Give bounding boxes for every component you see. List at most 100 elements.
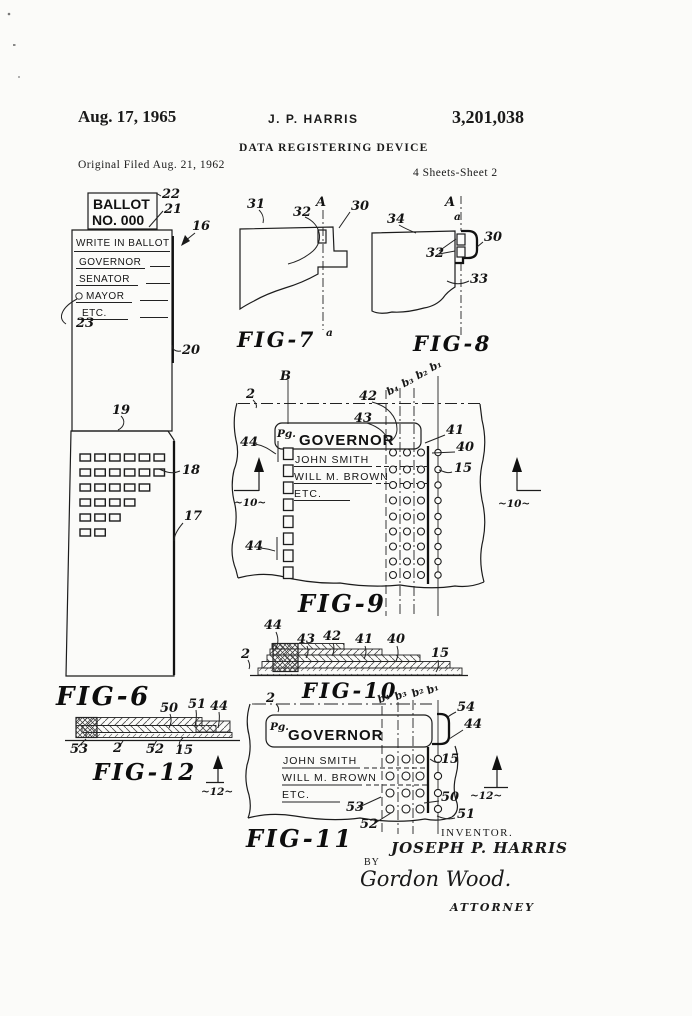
fig11-section-arrow bbox=[484, 755, 508, 789]
hole-circle bbox=[415, 754, 425, 764]
ref-19: 19 bbox=[112, 403, 130, 418]
hole-circle bbox=[416, 480, 426, 490]
fig9-section-arrow-left bbox=[234, 457, 264, 492]
ref11-2: 2 bbox=[265, 691, 275, 706]
fig12-block-53 bbox=[75, 716, 98, 739]
ref12-53: 53 bbox=[70, 742, 88, 757]
fig8-punch-chip-2 bbox=[456, 246, 466, 258]
punch-square bbox=[79, 513, 92, 522]
hole-circle-right bbox=[434, 557, 442, 566]
punch-square bbox=[79, 528, 92, 537]
fig9-panel-prefix: Pg. bbox=[276, 428, 296, 440]
ref12-2: 2 bbox=[112, 741, 122, 756]
hole-circle bbox=[402, 542, 412, 551]
hole-circle bbox=[401, 754, 411, 764]
fig9-row-1: WILL M. BROWN bbox=[294, 471, 389, 483]
fig11-section-mark: ~12~ bbox=[470, 790, 502, 802]
ref9-41: 41 bbox=[446, 423, 464, 438]
ref10-44: 44 bbox=[264, 618, 282, 633]
fig12-section-mark: ~12~ bbox=[201, 786, 233, 798]
ref9-b3: b₃ bbox=[400, 374, 417, 390]
punch-square bbox=[123, 483, 136, 492]
ref-20: 20 bbox=[181, 343, 200, 358]
punch-slot bbox=[282, 566, 294, 580]
hole-circle bbox=[416, 448, 426, 457]
ref-17: 17 bbox=[184, 509, 202, 524]
fig7-detail: 31 32 A 30 a FIG-7 bbox=[236, 195, 369, 352]
ref12-50: 50 bbox=[160, 701, 178, 716]
punch-square bbox=[123, 498, 136, 507]
hole-circle bbox=[415, 804, 425, 814]
fig9-caption: FIG-9 bbox=[297, 589, 386, 618]
punch-square bbox=[94, 498, 107, 507]
hole-circle bbox=[415, 771, 425, 781]
punch-square bbox=[94, 513, 107, 522]
hole-circle bbox=[385, 754, 395, 764]
punch-slot bbox=[282, 447, 294, 461]
fig12-layer-44 bbox=[195, 720, 231, 733]
punch-square bbox=[138, 483, 151, 492]
fig9-panel-title: GOVERNOR bbox=[299, 432, 395, 449]
hole-circle bbox=[416, 557, 426, 566]
fig7-caption: FIG-7 bbox=[236, 327, 316, 352]
ref10-42: 42 bbox=[323, 629, 341, 644]
fig11-torn-bottom bbox=[247, 813, 453, 822]
hole-circle bbox=[388, 480, 398, 490]
hole-circle-right bbox=[433, 788, 443, 798]
punch-square bbox=[108, 453, 121, 462]
hole-circle-right bbox=[434, 571, 442, 579]
fig7-card-outline bbox=[239, 226, 348, 311]
fig11-office-panel bbox=[265, 714, 433, 748]
ref-23: 23 bbox=[75, 316, 94, 331]
fig11-torn-right bbox=[451, 745, 459, 818]
hole-circle bbox=[388, 465, 398, 474]
ref-30b: 30 bbox=[484, 230, 502, 245]
ref11-53: 53 bbox=[346, 800, 364, 815]
hole-circle bbox=[401, 788, 411, 798]
hole-circle bbox=[402, 480, 412, 490]
signature-block: INVENTOR. JOSEPH P. HARRIS BY Gordon Woo… bbox=[360, 827, 567, 914]
ballot-stub-line1: BALLOT bbox=[93, 196, 150, 212]
ref9-b1: b₁ bbox=[428, 358, 444, 374]
hole-circle bbox=[416, 512, 426, 521]
mayor-punch-circle bbox=[75, 292, 83, 300]
fig8-detail: 34 A a 32 30 33 FIG-8 bbox=[371, 195, 502, 356]
ref-16: 16 bbox=[192, 219, 210, 234]
ref9-43: 43 bbox=[354, 411, 372, 426]
ref-32b: 32 bbox=[426, 246, 444, 261]
fig8-punch-chip-1 bbox=[456, 233, 466, 246]
ref9-40: 40 bbox=[456, 440, 474, 455]
ballot-row-etc: ETC. bbox=[82, 308, 107, 319]
ballot-row-write-in: WRITE IN BALLOT bbox=[76, 238, 170, 249]
ref10-40: 40 bbox=[387, 632, 405, 647]
ref11-50: 50 bbox=[441, 790, 459, 805]
fig10-caption: FIG-10 bbox=[301, 678, 398, 703]
fig12-section: 50 51 44 53 2 52 15 ~12~ FIG-12 bbox=[65, 697, 240, 798]
hole-circle bbox=[401, 804, 411, 814]
hole-circle bbox=[388, 557, 398, 566]
ref9-b2: b₂ bbox=[414, 366, 431, 382]
sheet-header: Aug. 17, 1965 J. P. HARRIS 3,201,038 DAT… bbox=[78, 107, 524, 179]
invention-title: DATA REGISTERING DEVICE bbox=[239, 142, 429, 154]
punch-square bbox=[123, 453, 136, 462]
filed-line: Original Filed Aug. 21, 1962 bbox=[78, 159, 225, 171]
fig8-corner-tab bbox=[455, 229, 479, 265]
ballot-stub-outline bbox=[87, 192, 158, 230]
fig11-panel-title: GOVERNOR bbox=[288, 727, 384, 744]
fig9-section-mark-left: ~10~ bbox=[234, 497, 266, 509]
hole-circle bbox=[401, 771, 411, 781]
hole-circle-right bbox=[434, 481, 442, 489]
ref-30: 30 bbox=[351, 199, 369, 214]
ref10-2: 2 bbox=[240, 647, 250, 662]
hole-circle bbox=[388, 512, 398, 521]
punch-square bbox=[79, 468, 92, 477]
fig11-hole-grid bbox=[385, 754, 443, 814]
ref-33: 33 bbox=[470, 272, 488, 287]
hole-circle bbox=[385, 788, 395, 798]
fig11-row-1: WILL M. BROWN bbox=[282, 772, 377, 784]
punch-square bbox=[138, 468, 151, 477]
fig12-section-arrow bbox=[206, 755, 224, 784]
sheet-count: 4 Sheets-Sheet 2 bbox=[413, 167, 498, 179]
patent-number: 3,201,038 bbox=[452, 107, 524, 127]
